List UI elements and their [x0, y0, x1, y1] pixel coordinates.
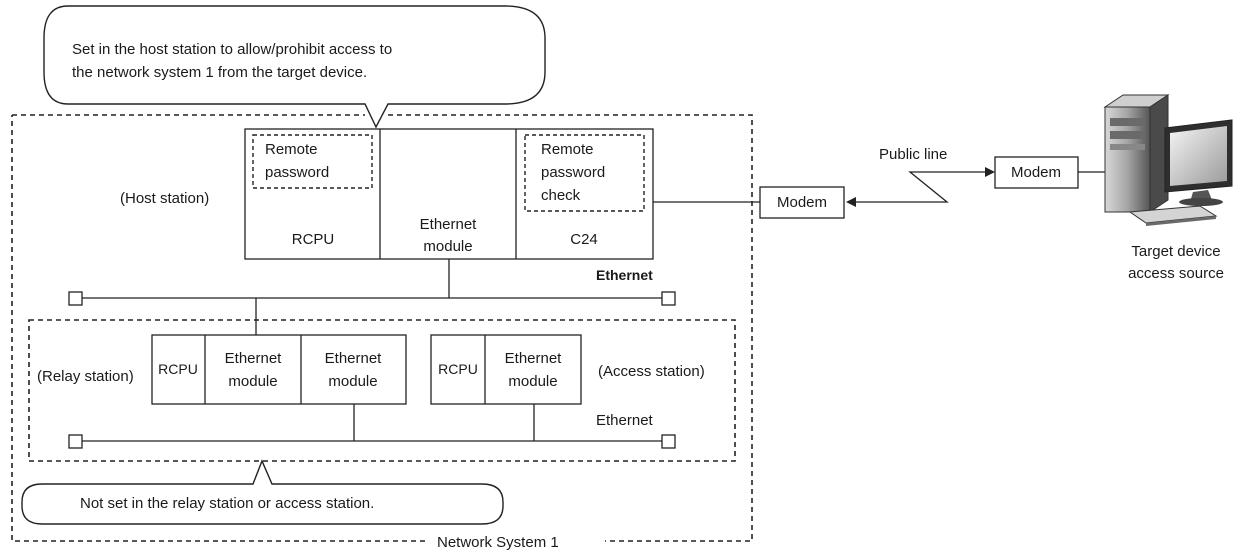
remote-password-box	[252, 134, 373, 189]
network-system-label: Network System 1	[437, 534, 559, 551]
modem-remote-box	[994, 156, 1079, 189]
host-ethernet-module-label-1: Ethernet	[419, 216, 477, 233]
host-c24-label: C24	[570, 231, 598, 248]
callout-top-line1: Set in the host station to allow/prohibi…	[72, 41, 393, 58]
remote-password-label-2: password	[265, 164, 330, 181]
host-rcpu-label: RCPU	[291, 231, 335, 248]
remote-password-check-label-2: password	[541, 164, 606, 181]
computer-icon	[1103, 94, 1233, 226]
host-station-box	[244, 128, 654, 260]
target-device-label-2: access source	[1128, 265, 1224, 282]
terminator-lower-left	[68, 434, 83, 449]
host-ethernet-module-label-2: module	[423, 238, 473, 255]
callout-bottom-bubble	[21, 459, 504, 525]
callout-top-line2: the network system 1 from the target dev…	[72, 64, 368, 81]
access-station-label: (Access station)	[598, 363, 705, 380]
ethernet-lower-label: Ethernet	[596, 412, 653, 429]
relay-rcpu-label: RCPU	[158, 361, 198, 377]
modem-local-box	[759, 186, 845, 219]
remote-password-check-box	[524, 134, 645, 212]
access-rcpu-label: RCPU	[438, 361, 478, 377]
modem-remote-label: Modem	[1010, 164, 1062, 181]
access-station-box	[430, 334, 582, 405]
host-station-label: (Host station)	[120, 190, 210, 207]
network-system-boundary	[11, 114, 753, 542]
relay-module2-label-2: module	[328, 373, 378, 390]
relay-access-group-boundary	[28, 319, 736, 462]
relay-station-box	[151, 334, 407, 405]
remote-password-label-1: Remote	[265, 141, 318, 158]
access-module-label-1: Ethernet	[504, 350, 562, 367]
relay-module2-label-1: Ethernet	[324, 350, 382, 367]
relay-module1-label-1: Ethernet	[224, 350, 282, 367]
public-line	[852, 171, 987, 203]
access-module-label-2: module	[508, 373, 558, 390]
relay-station-label: (Relay station)	[37, 368, 134, 385]
modem-local-label: Modem	[776, 194, 828, 211]
callout-bottom-text: Not set in the relay station or access s…	[80, 495, 375, 512]
terminator-upper-right	[661, 291, 676, 306]
remote-password-check-label-3: check	[541, 187, 581, 204]
terminator-lower-right	[661, 434, 676, 449]
relay-module1-label-2: module	[228, 373, 278, 390]
public-line-label: Public line	[879, 146, 948, 163]
terminator-upper-left	[68, 291, 83, 306]
target-device-label-1: Target device	[1131, 243, 1221, 260]
callout-top-bubble	[43, 5, 546, 129]
remote-password-check-label-1: Remote	[541, 141, 594, 158]
ethernet-upper-label: Ethernet	[596, 267, 653, 283]
